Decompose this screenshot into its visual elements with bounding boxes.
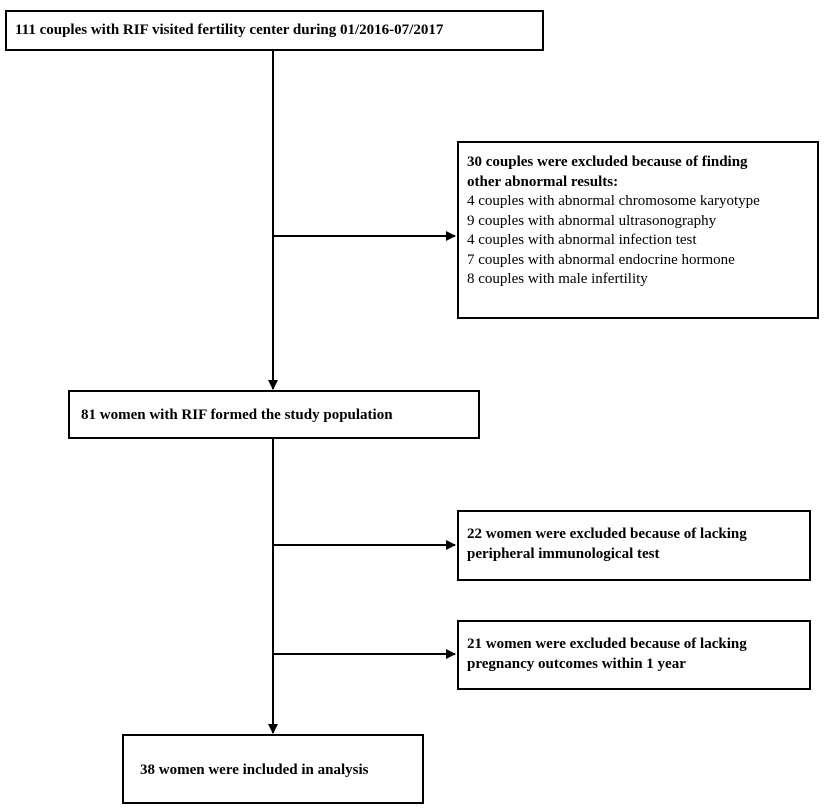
start-box-text: 111 couples with RIF visited fertility c…	[15, 22, 444, 38]
exclusion-3-line1: 21 women were excluded because of lackin…	[467, 636, 747, 652]
exclusion-1-item: 7 couples with abnormal endocrine hormon…	[467, 251, 735, 268]
final-box: 38 women were included in analysis	[122, 734, 424, 804]
exclusion-box-3: 21 women were excluded because of lackin…	[457, 620, 811, 690]
exclusion-2-line1: 22 women were excluded because of lackin…	[467, 526, 747, 542]
exclusion-1-heading-line1: 30 couples were excluded because of find…	[467, 154, 748, 170]
exclusion-1-heading-line2: other abnormal results:	[467, 173, 619, 190]
exclusion-1-item: 9 couples with abnormal ultrasonography	[467, 212, 717, 229]
exclusion-1-item: 4 couples with abnormal infection test	[467, 232, 697, 248]
study-population-box: 81 women with RIF formed the study popul…	[68, 390, 480, 439]
study-population-text: 81 women with RIF formed the study popul…	[81, 407, 393, 423]
final-box-text: 38 women were included in analysis	[140, 762, 369, 778]
exclusion-1-item: 8 couples with male infertility	[467, 271, 648, 287]
exclusion-2-line2: peripheral immunological test	[467, 545, 660, 562]
exclusion-3-line2: pregnancy outcomes within 1 year	[467, 655, 686, 672]
start-box: 111 couples with RIF visited fertility c…	[5, 10, 544, 51]
exclusion-box-2: 22 women were excluded because of lackin…	[457, 510, 811, 581]
exclusion-1-item: 4 couples with abnormal chromosome karyo…	[467, 193, 760, 209]
exclusion-box-1: 30 couples were excluded because of find…	[457, 141, 819, 319]
